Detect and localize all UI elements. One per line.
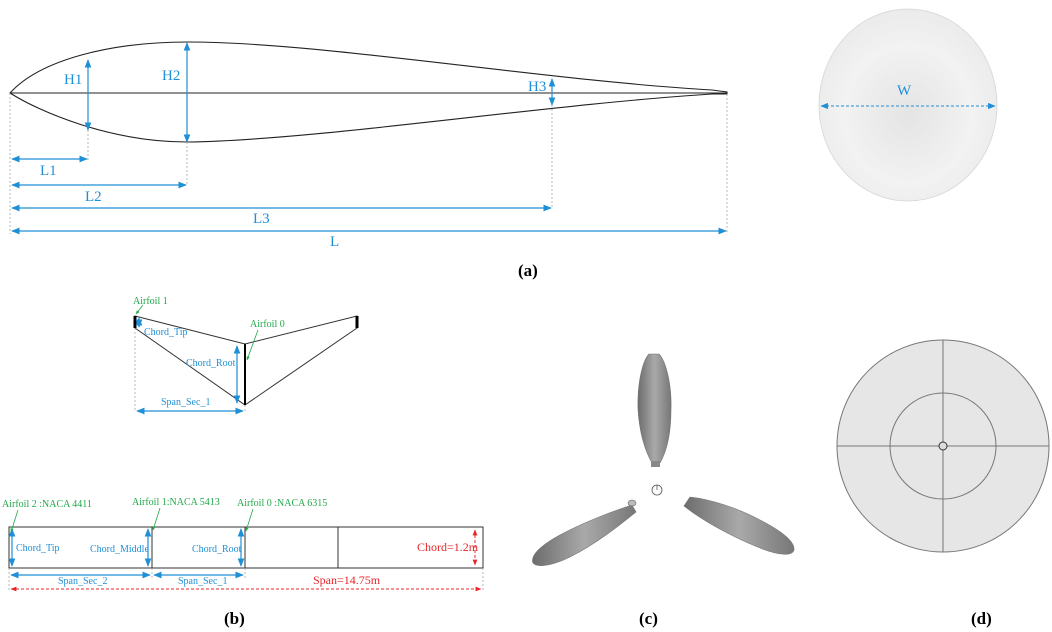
wing-rectangle — [8, 526, 484, 569]
panel-c-propeller: (c) — [532, 353, 795, 628]
panel-d-disc: (d) — [836, 339, 1050, 628]
panel-a-label: (a) — [518, 261, 538, 280]
chord-middle-label: Chord_Middle — [90, 544, 149, 555]
chord-total-label: Chord=1.2m — [417, 540, 479, 554]
airfoil1-label: Airfoil 1:NACA 5413 — [132, 497, 220, 508]
propeller-blade-right — [683, 496, 795, 555]
airfoil-profile — [9, 41, 728, 143]
span-sec2-label: Span_Sec_2 — [58, 576, 107, 587]
airfoil1-leader — [152, 507, 161, 531]
airfoil0-leader — [245, 508, 254, 532]
panel-b-planform-top: Chord_Tip Chord_Root Span_Sec_1 Airfoil … — [133, 296, 359, 415]
w-label: W — [897, 83, 912, 99]
airfoil0-leader — [246, 329, 259, 361]
span-sec1-label: Span_Sec_1 — [178, 576, 227, 587]
airfoil2-leader — [10, 509, 19, 533]
blade-root-left — [627, 499, 637, 507]
panel-d-label: (d) — [971, 609, 992, 628]
panel-a: H1 H2 H3 L1 L2 L3 L W (a) — [9, 8, 998, 280]
propeller-blade-top — [637, 353, 672, 464]
l1-label: L1 — [40, 163, 57, 179]
panel-c-label: (c) — [639, 609, 658, 628]
h2-label: H2 — [162, 68, 180, 84]
panel-b-planform-bottom: Chord_Tip Chord_Middle Chord_Root Chord=… — [2, 497, 484, 628]
airfoil0-label: Airfoil 0 — [250, 319, 285, 330]
l-label: L — [330, 234, 339, 250]
airfoil0-label: Airfoil 0 :NACA 6315 — [237, 498, 327, 509]
l3-label: L3 — [253, 211, 270, 227]
airfoil2-label: Airfoil 2 :NACA 4411 — [2, 499, 92, 510]
airfoil1-leader — [135, 304, 144, 315]
chord-root-label: Chord_Root — [186, 358, 236, 369]
span-sec1-label: Span_Sec_1 — [161, 397, 210, 408]
chord-root-label: Chord_Root — [192, 544, 242, 555]
chord-tip-label: Chord_Tip — [144, 327, 188, 338]
chord-tip-label: Chord_Tip — [16, 543, 60, 554]
airfoil1-label: Airfoil 1 — [133, 296, 168, 307]
disc-center — [938, 441, 948, 451]
h1-label: H1 — [64, 72, 82, 88]
disc-top-view — [818, 8, 998, 202]
blade-root-top — [651, 461, 660, 467]
panel-b-label: (b) — [224, 609, 245, 628]
span-total-label: Span=14.75m — [313, 573, 381, 587]
h3-label: H3 — [528, 79, 546, 95]
l2-label: L2 — [85, 189, 102, 205]
propeller-blade-left — [532, 504, 637, 566]
